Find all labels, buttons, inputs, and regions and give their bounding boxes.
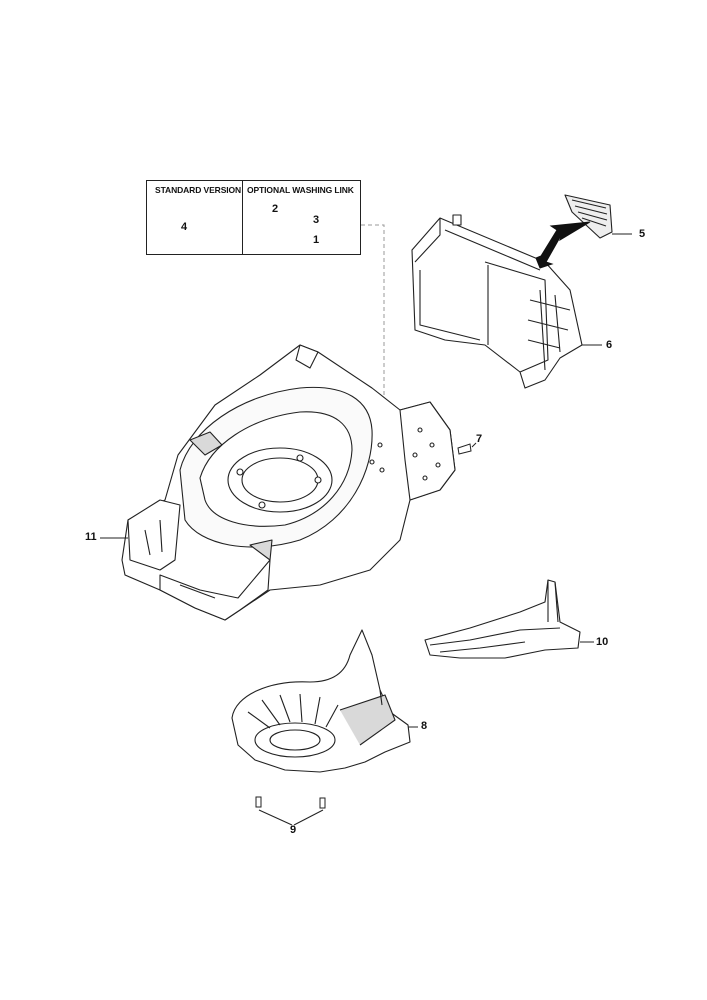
callout-2: 2 xyxy=(272,203,279,215)
mower-deck-part-11 xyxy=(121,344,456,621)
callout-7: 7 xyxy=(476,433,483,445)
version-legend-box: STANDARD VERSION OPTIONAL WASHING LINK xyxy=(146,180,361,255)
filter-cover-part-5 xyxy=(564,194,613,239)
screw-part-7 xyxy=(457,443,472,455)
callout-1: 1 xyxy=(313,234,320,246)
callout-10: 10 xyxy=(596,636,609,648)
mulch-insert-part-8 xyxy=(231,629,411,773)
legend-divider xyxy=(242,181,243,254)
optional-washing-link-header: OPTIONAL WASHING LINK xyxy=(247,185,354,195)
insert-direction-arrow xyxy=(535,221,591,269)
callout-6: 6 xyxy=(606,339,613,351)
washing-link-dashed-leader xyxy=(361,224,385,440)
callout-11: 11 xyxy=(85,531,97,543)
callout-5: 5 xyxy=(639,228,646,240)
callout-8: 8 xyxy=(421,720,428,732)
callout-9: 9 xyxy=(290,824,297,836)
screws-part-9 xyxy=(255,796,326,809)
discharge-chute-part-10 xyxy=(424,579,581,659)
callout-4: 4 xyxy=(181,221,188,233)
callout-3: 3 xyxy=(313,214,320,226)
standard-version-header: STANDARD VERSION xyxy=(155,185,242,195)
